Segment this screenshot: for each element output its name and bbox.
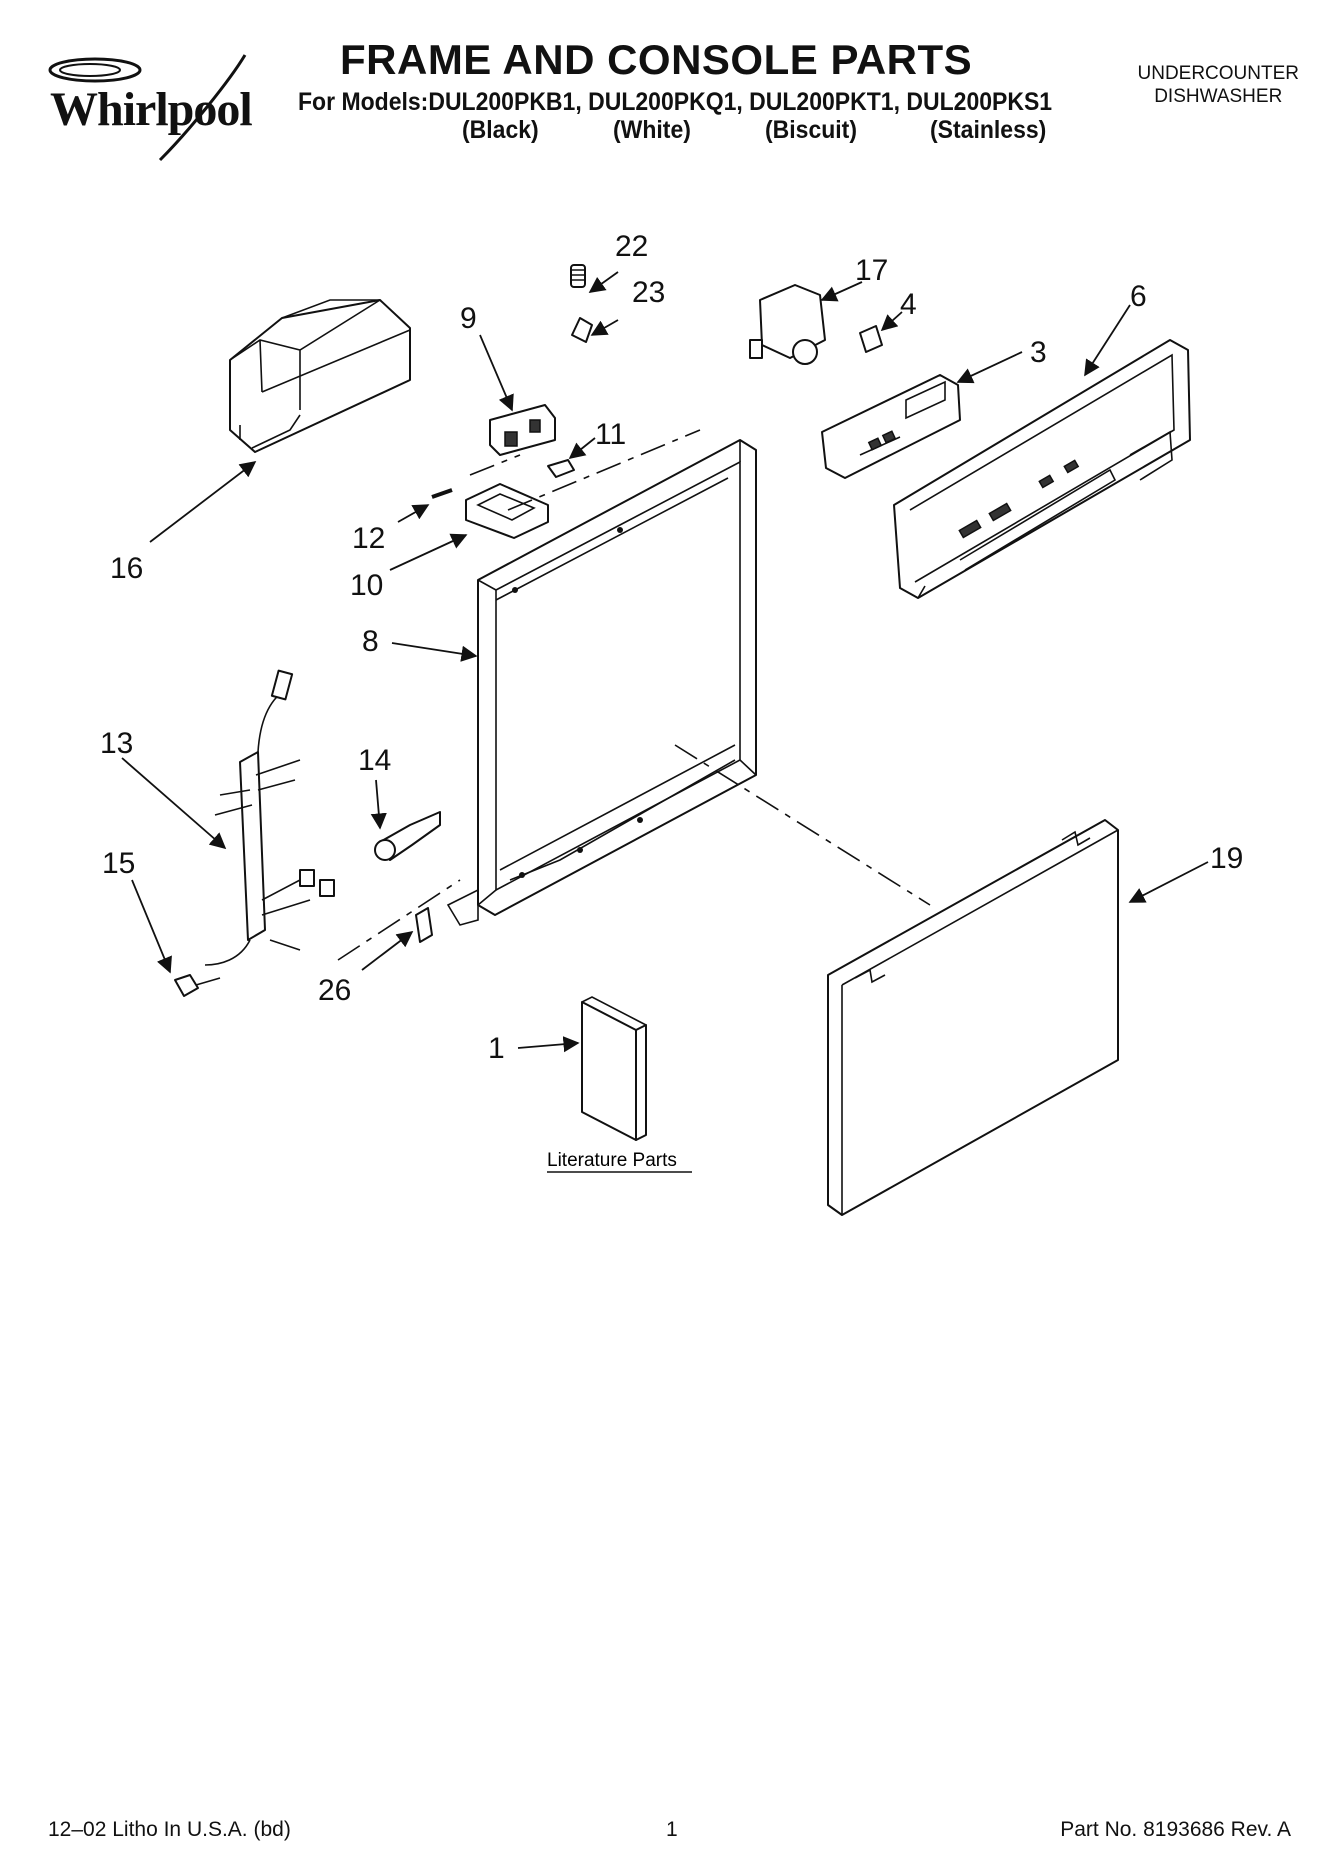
part-23-clip	[571, 317, 593, 343]
part-11-switch	[547, 459, 575, 478]
callout-13: 13	[100, 727, 133, 760]
callout-10: 10	[350, 569, 383, 602]
callout-8: 8	[362, 625, 379, 658]
exploded-parts-diagram: 22 23 17 4 9 6 3 11 12 16 10 8 13 14 15 …	[100, 230, 1243, 1216]
part-14-connector	[374, 811, 441, 861]
callout-19: 19	[1210, 842, 1243, 875]
part-26-clip	[415, 907, 433, 943]
callout-1: 1	[488, 1032, 505, 1065]
part-19-door-panel	[827, 819, 1119, 1216]
callout-26: 26	[318, 974, 351, 1007]
product-type-line1: UNDERCOUNTER	[1137, 63, 1300, 84]
callout-4: 4	[900, 288, 917, 321]
part-9-latch	[489, 404, 556, 456]
footer-part-number: Part No. 8193686 Rev. A	[1060, 1818, 1291, 1841]
part-10-latch-housing	[465, 483, 549, 539]
part-12-pin	[431, 488, 453, 499]
callout-3: 3	[1030, 336, 1047, 369]
callout-23: 23	[632, 276, 665, 309]
brand-wordmark: Whirlpool	[50, 83, 253, 136]
footer-print-info: 12–02 Litho In U.S.A. (bd)	[48, 1818, 291, 1841]
color-label-white: (White)	[613, 116, 691, 144]
whirlpool-logo: Whirlpool	[40, 40, 270, 170]
page-title: FRAME AND CONSOLE PARTS	[340, 36, 973, 83]
product-type-line2: DISHWASHER	[1154, 86, 1283, 107]
footer-page-number: 1	[666, 1818, 678, 1841]
part-15-screw	[174, 974, 221, 997]
models-line: For Models:DUL200PKB1, DUL200PKQ1, DUL20…	[298, 88, 1053, 116]
part-8-frame	[446, 439, 757, 926]
part-1-literature	[581, 996, 647, 1141]
callout-12: 12	[352, 522, 385, 555]
literature-parts-label: Literature Parts	[547, 1150, 677, 1171]
color-label-biscuit: (Biscuit)	[765, 116, 857, 144]
part-16-vent-cover	[229, 299, 411, 453]
callout-14: 14	[358, 744, 391, 777]
callout-9: 9	[460, 302, 477, 335]
color-label-black: (Black)	[462, 116, 539, 144]
part-6-console-panel	[893, 339, 1191, 599]
callout-11: 11	[595, 418, 626, 451]
part-22-spring	[570, 264, 586, 288]
callout-15: 15	[102, 847, 135, 880]
product-type: UNDERCOUNTER DISHWASHER	[1138, 62, 1300, 108]
part-3-control-board	[821, 374, 961, 479]
callout-6: 6	[1130, 280, 1147, 313]
callout-22: 22	[615, 230, 648, 263]
callout-16: 16	[110, 552, 143, 585]
part-13-wire-harness	[204, 669, 335, 966]
part-4-clip	[859, 325, 883, 353]
swirl-icon	[48, 54, 247, 162]
color-label-stainless: (Stainless)	[930, 116, 1047, 144]
callout-17: 17	[855, 254, 888, 287]
part-17-selector	[749, 284, 826, 365]
